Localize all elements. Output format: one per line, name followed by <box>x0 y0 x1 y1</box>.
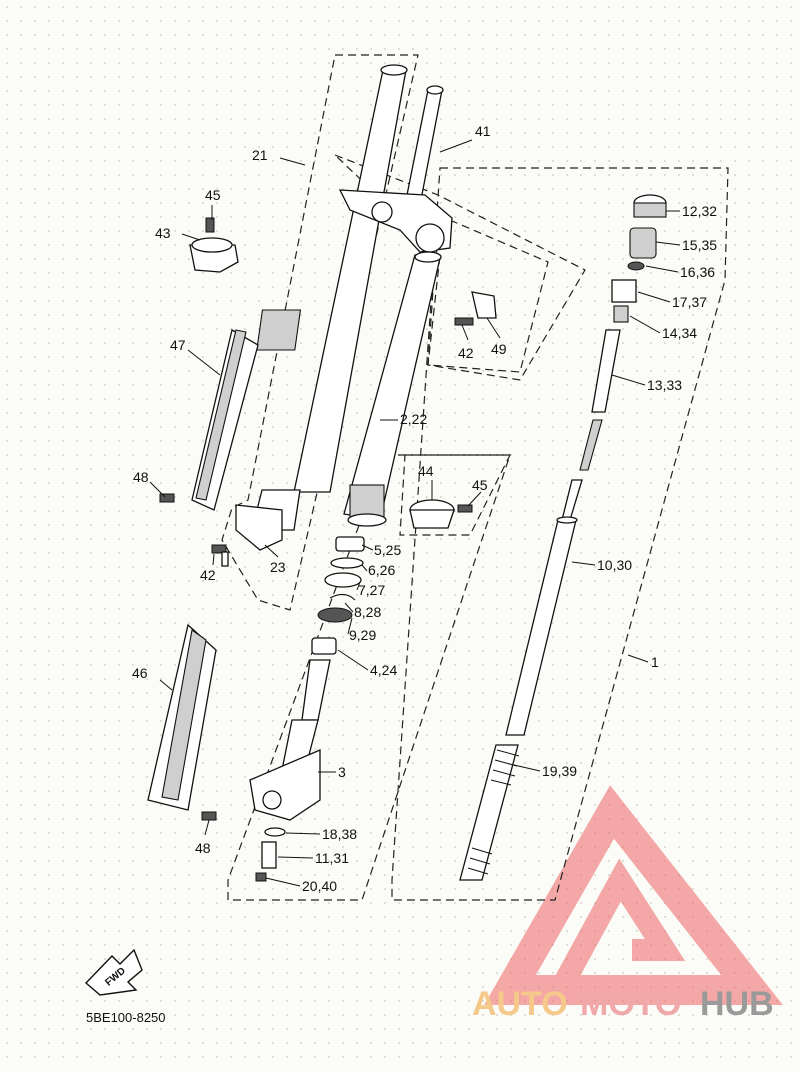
diagram-code: 5BE100-8250 <box>86 1010 166 1025</box>
label-14-34: 14,34 <box>662 325 697 341</box>
label-9-29: 9,29 <box>349 627 376 643</box>
dashed-group-outlines <box>221 54 729 901</box>
label-43: 43 <box>155 225 171 241</box>
bracket-49 <box>454 291 497 326</box>
label-6-26: 6,26 <box>368 562 395 578</box>
label-48-top: 48 <box>133 469 149 485</box>
label-16-36: 16,36 <box>680 264 715 280</box>
label-3: 3 <box>338 764 346 780</box>
label-7-27: 7,27 <box>358 582 385 598</box>
label-48-bottom: 48 <box>195 840 211 856</box>
label-8-28: 8,28 <box>354 604 381 620</box>
label-42-lower: 42 <box>200 567 216 583</box>
fork-guard-47 <box>159 329 259 511</box>
seals-stack <box>311 536 365 655</box>
label-47: 47 <box>170 337 186 353</box>
label-46: 46 <box>132 665 148 681</box>
label-45-top: 45 <box>205 187 221 203</box>
label-4-24: 4,24 <box>370 662 397 678</box>
damper-components <box>459 194 667 881</box>
clamp-44 <box>409 499 473 529</box>
label-19-39: 19,39 <box>542 763 577 779</box>
label-20-40: 20,40 <box>302 878 337 894</box>
inner-tube-21 <box>235 64 408 551</box>
label-41: 41 <box>475 123 491 139</box>
label-2-22: 2,22 <box>400 411 427 427</box>
label-10-30: 10,30 <box>597 557 632 573</box>
watermark-hub: HUB <box>700 985 774 1023</box>
label-42-upper: 42 <box>458 345 474 361</box>
bolt-42-lower <box>211 544 229 567</box>
label-11-31: 11,31 <box>315 850 349 866</box>
label-13-33: 13,33 <box>647 377 682 393</box>
part-labels: 21 41 45 43 47 48 42 23 46 48 42 49 2,22… <box>132 123 717 894</box>
watermark-auto: AUTO <box>472 985 568 1023</box>
label-45-mid: 45 <box>472 477 488 493</box>
label-1: 1 <box>651 654 659 670</box>
label-17-37: 17,37 <box>672 294 707 310</box>
watermark-logo <box>484 785 783 1005</box>
lower-outer-tube-3 <box>249 659 331 882</box>
fwd-arrow-icon: FWD <box>84 948 143 996</box>
label-15-35: 15,35 <box>682 237 717 253</box>
label-49: 49 <box>491 341 507 357</box>
label-44: 44 <box>418 463 434 479</box>
fork-guard-46 <box>147 623 217 821</box>
label-12-32: 12,32 <box>682 203 717 219</box>
watermark-moto: MOTO <box>580 985 681 1023</box>
steering-stem-41 <box>338 85 453 253</box>
spring-coils <box>467 749 520 875</box>
watermark-text: AUTO MOTO HUB <box>472 985 774 1023</box>
outer-tube-2-22 <box>343 251 442 527</box>
label-21: 21 <box>252 147 268 163</box>
label-23: 23 <box>270 559 286 575</box>
label-18-38: 18,38 <box>322 826 357 842</box>
clamp-43 <box>189 217 239 273</box>
label-5-25: 5,25 <box>374 542 401 558</box>
leader-lines <box>149 139 681 887</box>
